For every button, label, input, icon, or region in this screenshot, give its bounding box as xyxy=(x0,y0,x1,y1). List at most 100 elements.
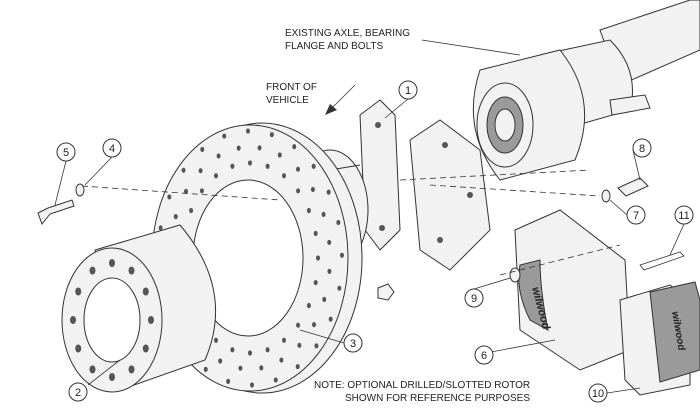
caliper: wilwood xyxy=(514,209,631,371)
rotor-drill-hole xyxy=(218,358,223,364)
rotor-drill-hole xyxy=(216,153,221,159)
axle-label-line2: FLANGE AND BOLTS xyxy=(285,41,384,52)
rotor-drill-hole xyxy=(181,167,186,173)
hat-bolt-hole xyxy=(128,266,135,275)
hat-bolt-hole xyxy=(142,344,149,353)
rotor-drill-hole xyxy=(250,382,255,388)
rotor-drill-hole xyxy=(296,166,301,172)
rotor-drill-hole xyxy=(238,365,243,371)
front-label-line1: FRONT OF xyxy=(266,82,317,93)
rotor-drill-hole xyxy=(257,145,262,151)
rotor-drill-hole xyxy=(311,163,316,169)
rotor-drill-hole xyxy=(184,188,189,194)
rotor-drill-hole xyxy=(245,128,250,134)
callout-10: 10 xyxy=(588,383,608,403)
bolt-5 xyxy=(37,199,75,226)
rotor-drill-hole xyxy=(326,189,331,195)
rotor-drill-hole xyxy=(327,268,332,274)
rotor-drill-hole xyxy=(306,302,311,309)
callout-6: 6 xyxy=(474,345,494,365)
rotor-drill-hole xyxy=(339,252,344,258)
rotor-drill-hole xyxy=(321,211,326,218)
svg-text:3: 3 xyxy=(350,338,356,350)
rotor-drill-hole xyxy=(328,316,333,322)
rotor-drill-hole xyxy=(296,188,301,194)
callout-11: 11 xyxy=(674,205,694,225)
rotor-drill-hole xyxy=(282,173,286,179)
front-arrow-icon xyxy=(325,104,337,115)
rotor-drill-hole xyxy=(313,230,318,237)
rotor-drill-hole xyxy=(273,377,278,383)
drum-hat xyxy=(61,224,217,393)
svg-text:8: 8 xyxy=(639,143,645,155)
axle-label-line1: EXISTING AXLE, BEARING xyxy=(285,28,410,39)
svg-text:6: 6 xyxy=(481,350,487,362)
rotor-drill-hole xyxy=(236,145,241,151)
brake-pads: wilwood xyxy=(619,281,700,396)
hat-bolt-hole xyxy=(70,316,76,324)
rotor-drill-hole xyxy=(314,343,319,349)
svg-text:4: 4 xyxy=(109,143,115,155)
rotor-drill-hole xyxy=(306,207,311,214)
front-label-line2: VEHICLE xyxy=(266,95,309,106)
callout-4: 4 xyxy=(102,138,122,158)
svg-text:9: 9 xyxy=(471,293,477,305)
hat-bolt-hole xyxy=(75,344,82,353)
rotor-drill-hole xyxy=(296,322,301,328)
rotor-drill-hole xyxy=(322,296,327,302)
hat-bolt-hole xyxy=(75,287,82,296)
svg-text:1: 1 xyxy=(405,85,411,97)
rotor-drill-hole xyxy=(230,347,235,353)
rotor-drill-hole xyxy=(248,160,252,166)
rotor-drill-hole xyxy=(310,186,315,193)
hub-adapter xyxy=(409,119,491,271)
rotor-drill-hole xyxy=(279,357,284,363)
hat-bolt-hole xyxy=(89,266,96,275)
hat-bolt-hole xyxy=(109,259,115,267)
rotor-drill-hole xyxy=(292,144,297,150)
rotor-drill-hole xyxy=(158,225,163,231)
rotor-drill-hole xyxy=(265,163,270,169)
rotor-drill-hole xyxy=(277,152,282,158)
callout-9: 9 xyxy=(464,288,484,308)
rotor-drill-hole xyxy=(327,239,332,245)
rotor-drill-hole xyxy=(337,285,342,291)
callout-2: 2 xyxy=(68,382,88,402)
rotor-drill-hole xyxy=(173,214,178,220)
washer-7 xyxy=(601,189,611,203)
rotor-drill-hole xyxy=(297,342,302,348)
callout-8: 8 xyxy=(632,138,652,158)
rotor-drill-hole xyxy=(313,279,318,286)
washer-4 xyxy=(75,183,85,197)
rotor-drill-hole xyxy=(214,173,218,179)
rotor-drill-hole xyxy=(226,378,231,384)
rotor-drill-hole xyxy=(311,322,316,328)
hat-bolt-hole xyxy=(128,365,135,374)
rotor-drill-hole xyxy=(295,363,300,370)
rotor-drill-hole xyxy=(203,366,208,372)
rotor-drill-hole xyxy=(282,337,286,343)
rotor-drill-hole xyxy=(214,337,218,343)
rotor-drill-hole xyxy=(316,255,320,261)
svg-text:7: 7 xyxy=(633,210,639,222)
rotor-drill-hole xyxy=(336,219,341,226)
rotor-drill-hole xyxy=(259,365,264,371)
rotor-drill-hole xyxy=(198,168,203,174)
callout-5: 5 xyxy=(56,142,76,162)
rotor-drill-hole xyxy=(189,207,194,214)
note-line1: NOTE: OPTIONAL DRILLED/SLOTTED ROTOR xyxy=(314,380,530,391)
rotor-drill-hole xyxy=(248,350,252,356)
callout-3: 3 xyxy=(343,333,363,353)
hat-bolt-hole xyxy=(148,316,154,324)
callout-1: 1 xyxy=(398,80,418,100)
existing-axle-assembly xyxy=(472,0,700,181)
hat-bolt-hole xyxy=(109,373,115,381)
rotor-drill-hole xyxy=(200,146,205,153)
note-line2: SHOWN FOR REFERENCE PURPOSES xyxy=(345,393,530,404)
rotor-drill-hole xyxy=(230,163,235,169)
rotor-drill-hole xyxy=(265,347,270,353)
cotter-pin-11 xyxy=(639,251,685,271)
svg-text:5: 5 xyxy=(63,147,69,159)
svg-text:2: 2 xyxy=(75,387,81,399)
